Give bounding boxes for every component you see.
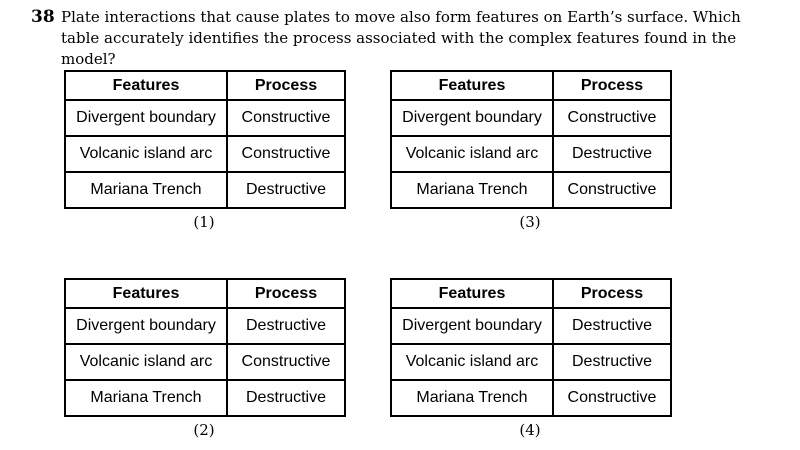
feature-cell: Volcanic island arc (390, 135, 554, 173)
feature-cell: Divergent boundary (64, 99, 228, 137)
process-cell: Destructive (226, 379, 346, 417)
feature-cell: Mariana Trench (64, 171, 228, 209)
column-header-process: Process (226, 278, 346, 309)
column-header-features: Features (390, 70, 554, 101)
table-header-row: Features Process (390, 70, 672, 101)
process-cell: Constructive (552, 99, 672, 137)
question-text: Plate interactions that cause plates to … (61, 8, 741, 68)
column-header-process: Process (552, 70, 672, 101)
column-header-process: Process (552, 278, 672, 309)
process-cell: Constructive (226, 99, 346, 137)
table-row: Divergent boundary Constructive (64, 99, 346, 137)
process-cell: Destructive (552, 343, 672, 381)
feature-cell: Mariana Trench (390, 379, 554, 417)
feature-cell: Volcanic island arc (64, 135, 228, 173)
column-header-features: Features (390, 278, 554, 309)
table-row: Volcanic island arc Constructive (64, 135, 346, 173)
option-label: (1) (193, 213, 215, 231)
answer-option-3[interactable]: Features Process Divergent boundary Cons… (390, 70, 672, 231)
process-cell: Destructive (226, 171, 346, 209)
table-row: Volcanic island arc Constructive (64, 343, 346, 381)
option-label: (2) (193, 421, 215, 439)
answer-option-2[interactable]: Features Process Divergent boundary Dest… (64, 278, 346, 439)
table-row: Mariana Trench Destructive (64, 171, 346, 209)
process-cell: Constructive (552, 171, 672, 209)
column-header-features: Features (64, 278, 228, 309)
table-row: Volcanic island arc Destructive (390, 135, 672, 173)
feature-cell: Volcanic island arc (390, 343, 554, 381)
question-number: 38 (31, 7, 55, 27)
feature-cell: Mariana Trench (390, 171, 554, 209)
option-table: Features Process Divergent boundary Cons… (64, 70, 346, 209)
answer-option-1[interactable]: Features Process Divergent boundary Cons… (64, 70, 346, 231)
option-table: Features Process Divergent boundary Dest… (64, 278, 346, 417)
table-row: Divergent boundary Destructive (390, 307, 672, 345)
process-cell: Constructive (226, 135, 346, 173)
option-table: Features Process Divergent boundary Dest… (390, 278, 672, 417)
process-cell: Constructive (226, 343, 346, 381)
process-cell: Destructive (552, 307, 672, 345)
feature-cell: Divergent boundary (390, 99, 554, 137)
table-row: Divergent boundary Constructive (390, 99, 672, 137)
table-row: Mariana Trench Destructive (64, 379, 346, 417)
feature-cell: Divergent boundary (390, 307, 554, 345)
table-row: Divergent boundary Destructive (64, 307, 346, 345)
process-cell: Constructive (552, 379, 672, 417)
table-row: Mariana Trench Constructive (390, 379, 672, 417)
process-cell: Destructive (226, 307, 346, 345)
feature-cell: Volcanic island arc (64, 343, 228, 381)
option-label: (3) (519, 213, 541, 231)
process-cell: Destructive (552, 135, 672, 173)
column-header-process: Process (226, 70, 346, 101)
table-row: Mariana Trench Constructive (390, 171, 672, 209)
column-header-features: Features (64, 70, 228, 101)
table-header-row: Features Process (390, 278, 672, 309)
table-header-row: Features Process (64, 70, 346, 101)
option-label: (4) (519, 421, 541, 439)
feature-cell: Mariana Trench (64, 379, 228, 417)
feature-cell: Divergent boundary (64, 307, 228, 345)
table-row: Volcanic island arc Destructive (390, 343, 672, 381)
table-header-row: Features Process (64, 278, 346, 309)
answer-option-4[interactable]: Features Process Divergent boundary Dest… (390, 278, 672, 439)
option-table: Features Process Divergent boundary Cons… (390, 70, 672, 209)
